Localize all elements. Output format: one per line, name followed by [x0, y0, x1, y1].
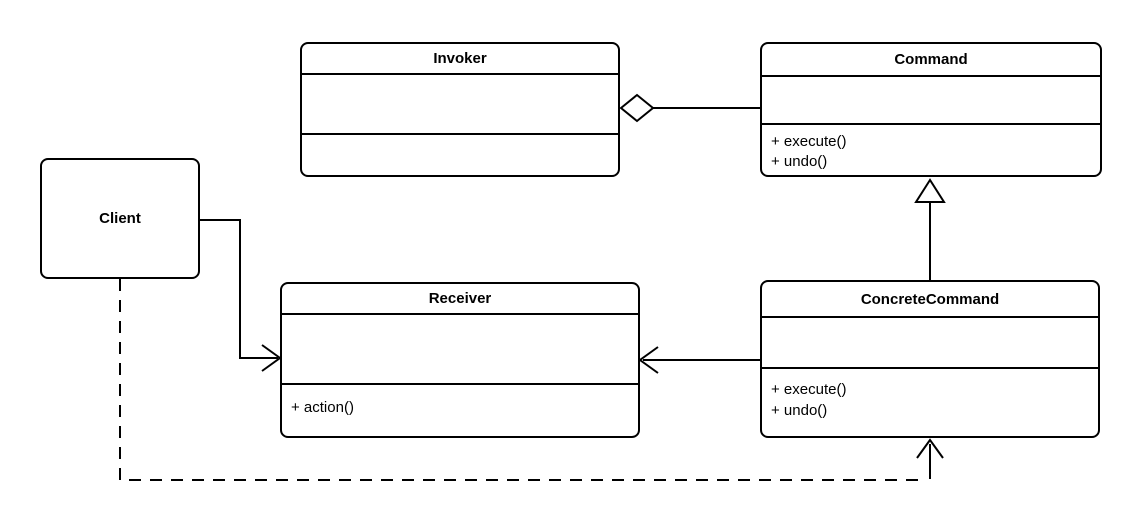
class-receiver-attributes — [282, 315, 638, 385]
class-invoker-title: Invoker — [302, 44, 618, 75]
association-concretecommand-receiver — [638, 346, 760, 374]
class-concrete-command-methods: + execute() + undo() — [762, 369, 1098, 436]
class-invoker: Invoker — [300, 42, 620, 177]
class-receiver: Receiver + action() — [280, 282, 640, 438]
open-arrowhead-icon — [916, 438, 944, 459]
generalization-concretecommand-command — [914, 178, 946, 280]
method-execute: + execute() — [771, 381, 847, 398]
class-receiver-methods: + action() — [282, 385, 638, 436]
method-execute: + execute() — [771, 133, 847, 150]
association-client-receiver — [200, 219, 282, 372]
class-invoker-methods — [302, 135, 618, 175]
method-undo: + undo() — [771, 153, 828, 170]
class-command-title: Command — [762, 44, 1100, 77]
hollow-diamond-icon — [619, 93, 655, 123]
class-command-methods: + execute() + undo() — [762, 125, 1100, 175]
class-concrete-command: ConcreteCommand + execute() + undo() — [760, 280, 1100, 438]
method-undo: + undo() — [771, 402, 828, 419]
class-client: Client — [40, 158, 200, 279]
open-arrowhead-icon — [261, 344, 282, 372]
class-client-title: Client — [99, 210, 141, 227]
class-command: Command + execute() + undo() — [760, 42, 1102, 177]
class-receiver-title: Receiver — [282, 284, 638, 315]
hollow-triangle-icon — [914, 178, 946, 203]
class-command-attributes — [762, 77, 1100, 125]
class-invoker-attributes — [302, 75, 618, 135]
method-action: + action() — [291, 399, 354, 416]
class-concrete-command-title: ConcreteCommand — [762, 282, 1098, 318]
class-concrete-command-attributes — [762, 318, 1098, 369]
open-arrowhead-icon — [638, 346, 659, 374]
aggregation-invoker-command — [619, 93, 760, 123]
